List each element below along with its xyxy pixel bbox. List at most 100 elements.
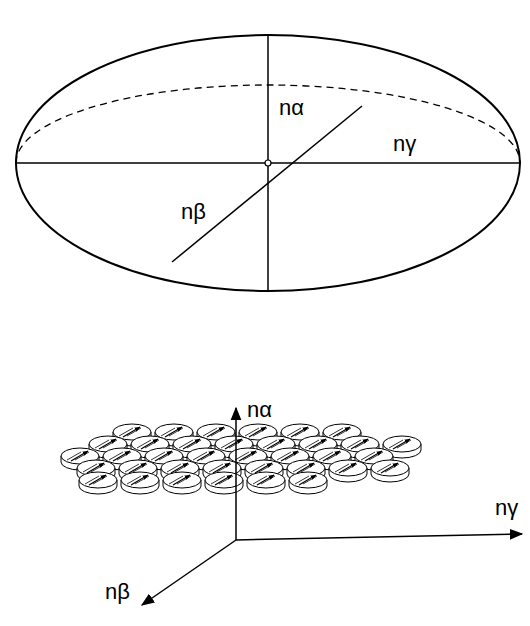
disc-hatch xyxy=(135,476,149,484)
disc-axis xyxy=(87,463,104,473)
disc-axis xyxy=(291,427,308,437)
disc-hatch xyxy=(253,428,267,436)
beta-axis-line xyxy=(172,106,362,262)
disc xyxy=(205,472,243,494)
disc-axis xyxy=(351,439,368,449)
disc-hatch xyxy=(133,464,147,472)
axis-label: nα xyxy=(278,96,305,120)
disc-axis xyxy=(393,439,410,449)
disc-axis xyxy=(183,439,200,449)
gamma-axis-arrow xyxy=(236,534,522,540)
disc-top xyxy=(163,472,201,488)
disc xyxy=(289,472,327,494)
disc-axis xyxy=(129,463,146,473)
disc-top xyxy=(371,460,409,476)
disc-hatch xyxy=(397,440,411,448)
disc-top xyxy=(205,472,243,488)
disc-axis xyxy=(99,439,116,449)
disc-hatch xyxy=(211,428,225,436)
disc-hatch xyxy=(271,440,285,448)
disc xyxy=(371,460,409,482)
disc-hatch xyxy=(313,440,327,448)
disc-axis xyxy=(213,463,230,473)
disc-axis xyxy=(131,475,148,485)
disc-axis xyxy=(281,451,298,461)
disc-hatch xyxy=(259,464,273,472)
disc-hatch xyxy=(301,464,315,472)
disc-hatch xyxy=(103,440,117,448)
axis-label: nγ xyxy=(494,496,519,520)
disc xyxy=(247,472,285,494)
disc-top xyxy=(289,472,327,488)
disc-axis xyxy=(381,463,398,473)
disc-axis xyxy=(113,451,130,461)
disc-axis xyxy=(141,439,158,449)
disc-axis xyxy=(173,475,190,485)
disc-hatch xyxy=(295,428,309,436)
disc-top xyxy=(121,472,159,488)
disc-axis xyxy=(249,427,266,437)
disc-hatch xyxy=(201,452,215,460)
disc-axis xyxy=(155,451,172,461)
disc-axis xyxy=(323,451,340,461)
disc-hatch xyxy=(261,476,275,484)
disc-hatch xyxy=(385,464,399,472)
disc-top xyxy=(79,472,117,488)
disc-axis xyxy=(215,475,232,485)
disc-hatch xyxy=(75,452,89,460)
beta-axis-arrow xyxy=(142,540,236,605)
disc-hatch xyxy=(369,452,383,460)
center-point xyxy=(265,160,271,166)
disc-axis xyxy=(255,463,272,473)
disc-axis xyxy=(225,439,242,449)
disc xyxy=(163,472,201,494)
disc-axis xyxy=(257,475,274,485)
disc-hatch xyxy=(217,464,231,472)
disc-axis xyxy=(123,427,140,437)
disc-hatch xyxy=(175,464,189,472)
disc xyxy=(79,472,117,494)
disc-axis xyxy=(89,475,106,485)
disc-hatch xyxy=(243,452,257,460)
disc-axis xyxy=(207,427,224,437)
disc-stack xyxy=(61,424,421,494)
disc-axis xyxy=(299,475,316,485)
disc-hatch xyxy=(93,476,107,484)
axis-label: nα xyxy=(246,398,273,422)
disc-hatch xyxy=(327,452,341,460)
disc-hatch xyxy=(303,476,317,484)
disc xyxy=(121,472,159,494)
disc-axis xyxy=(339,463,356,473)
disc-axis xyxy=(197,451,214,461)
disc-hatch xyxy=(187,440,201,448)
disc-axis xyxy=(171,463,188,473)
disc-hatch xyxy=(219,476,233,484)
disc-axis xyxy=(165,427,182,437)
disc-hatch xyxy=(355,440,369,448)
disc-axis xyxy=(239,451,256,461)
ellipsoid-outline xyxy=(16,35,520,291)
disc-hatch xyxy=(117,452,131,460)
axis-label: nβ xyxy=(180,200,207,224)
disc xyxy=(329,460,367,482)
disc-hatch xyxy=(91,464,105,472)
axis-label: nγ xyxy=(392,132,417,156)
disc-axis xyxy=(309,439,326,449)
disc-top xyxy=(383,436,421,452)
disc-hatch xyxy=(177,476,191,484)
disc-hatch xyxy=(285,452,299,460)
alpha-axis-arrow xyxy=(235,408,237,540)
disc-hatch xyxy=(337,428,351,436)
disc-hatch xyxy=(159,452,173,460)
disc-top xyxy=(247,472,285,488)
disc-hatch xyxy=(145,440,159,448)
disc-axis xyxy=(71,451,88,461)
disc-hatch xyxy=(169,428,183,436)
disc-axis xyxy=(267,439,284,449)
disc-axis xyxy=(333,427,350,437)
disc-axis xyxy=(365,451,382,461)
disc-hatch xyxy=(127,428,141,436)
disc-axis xyxy=(297,463,314,473)
disc-top xyxy=(329,460,367,476)
